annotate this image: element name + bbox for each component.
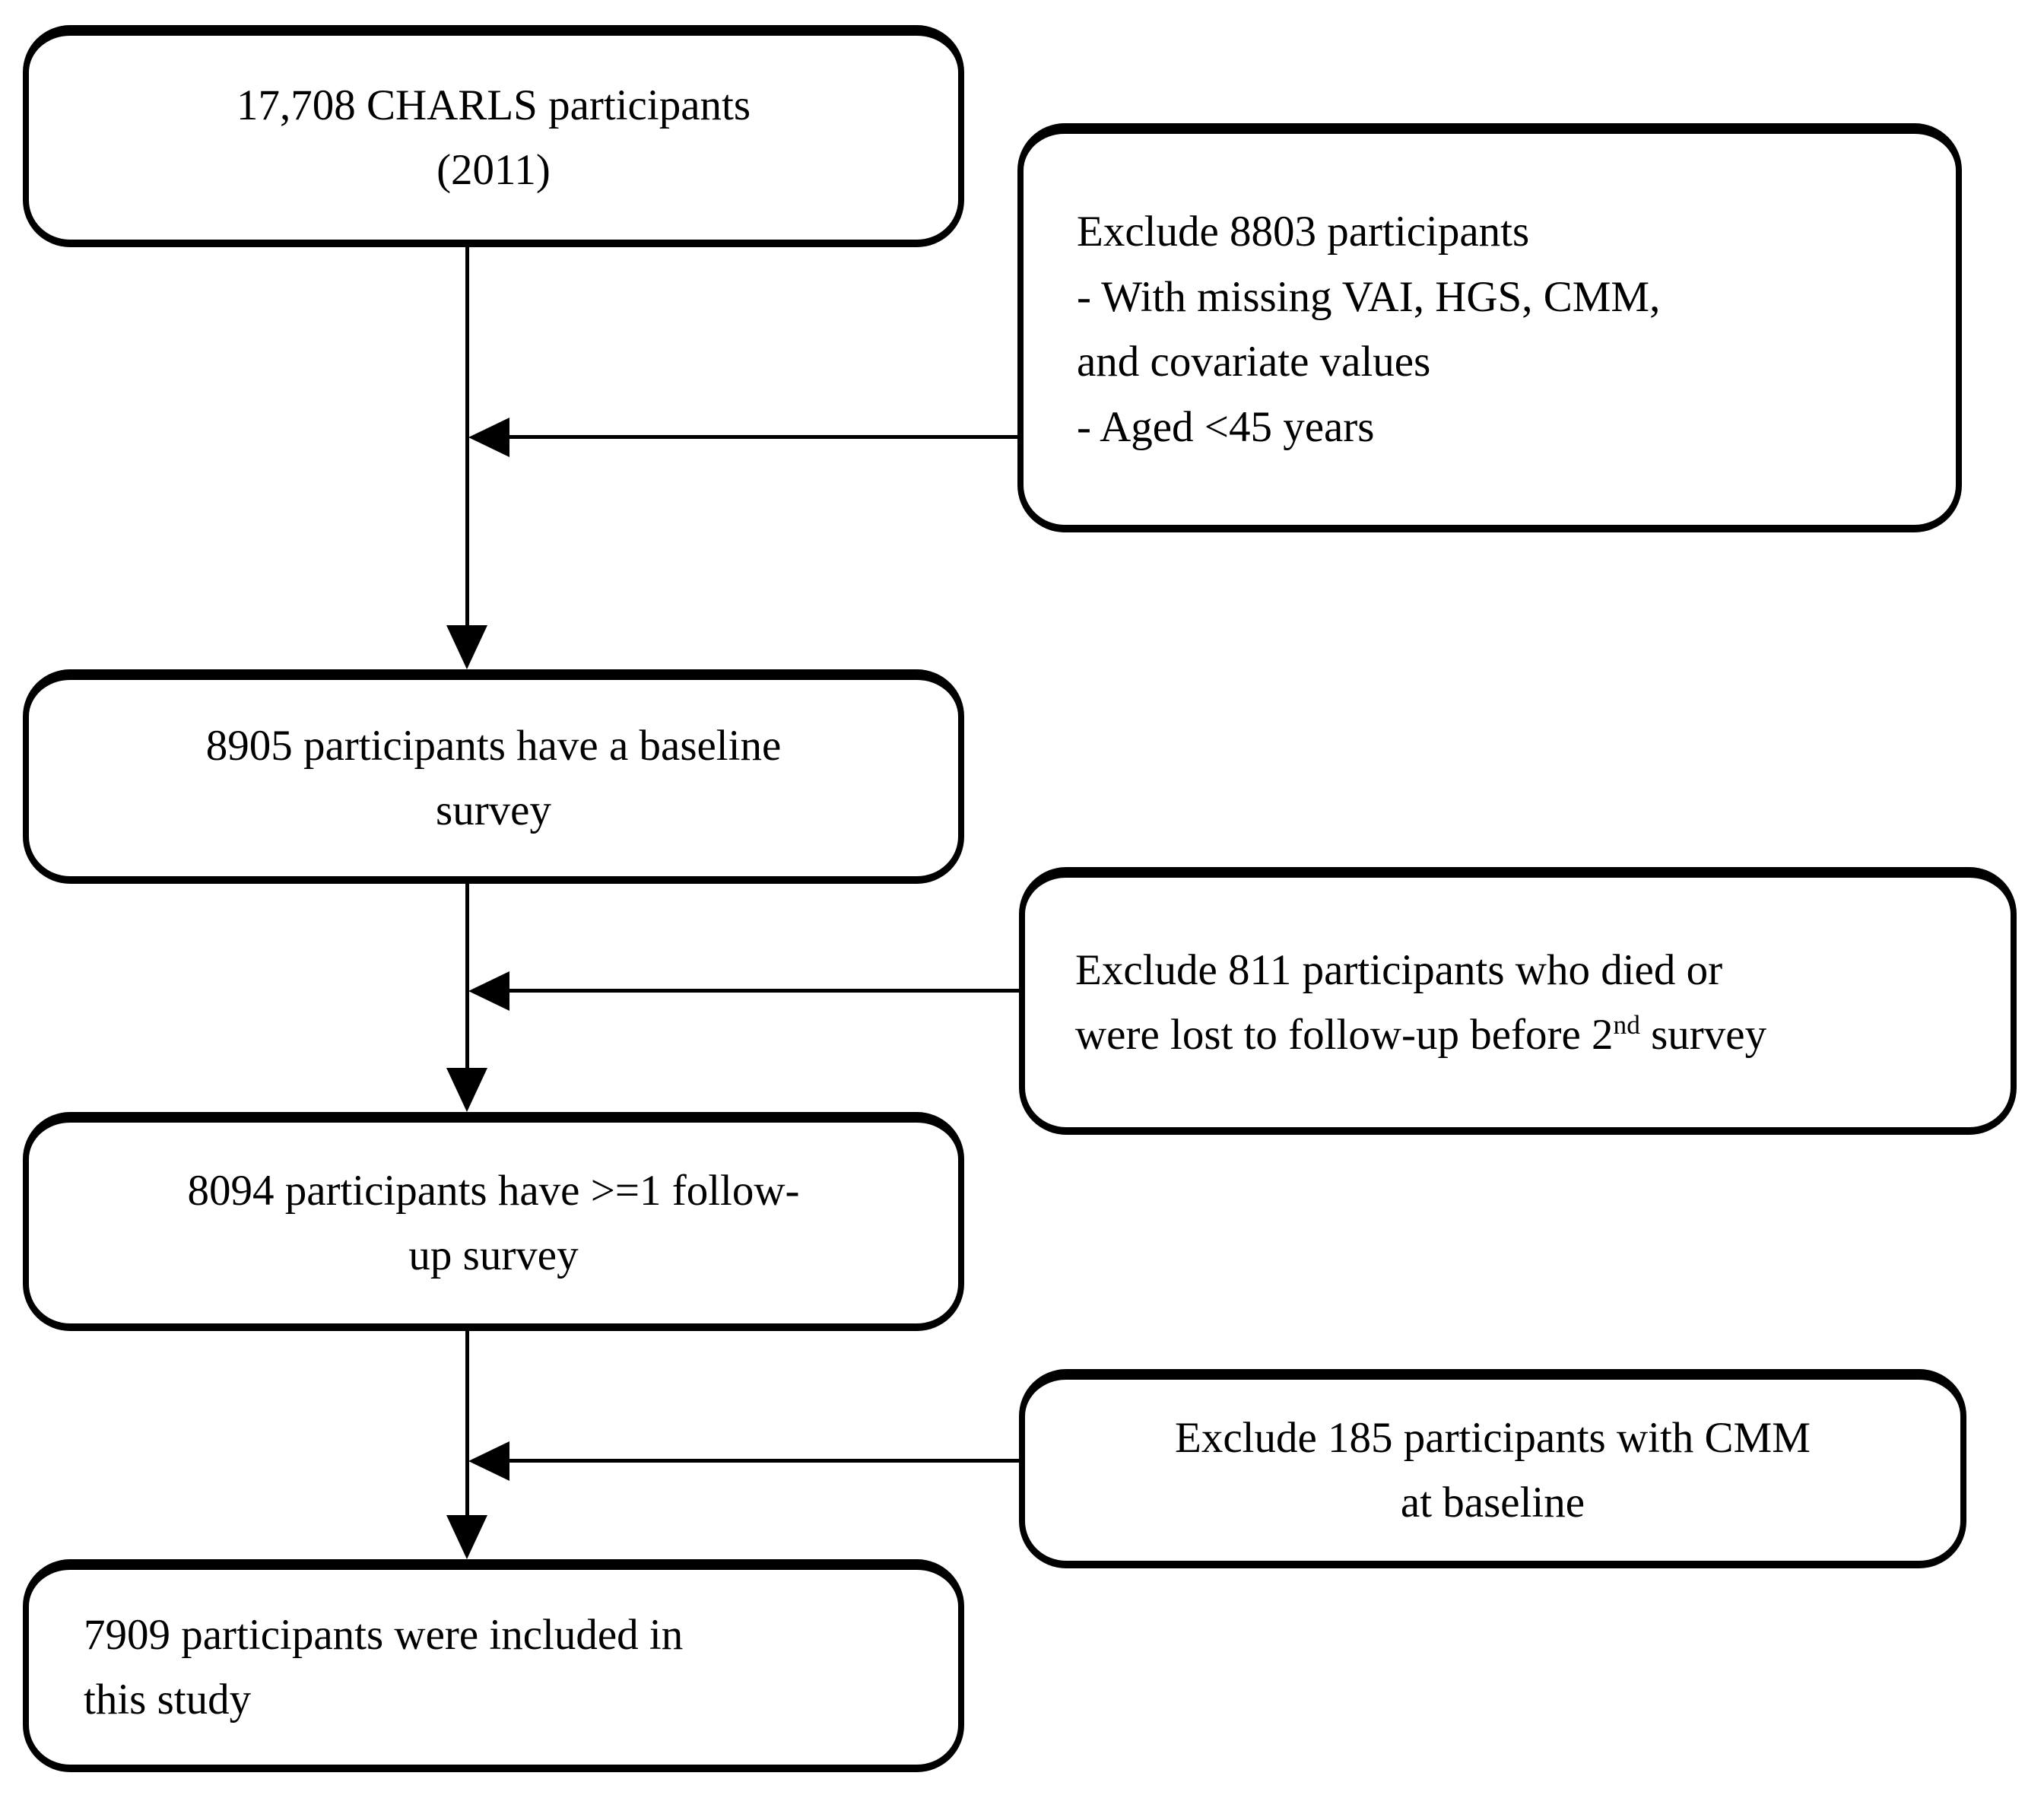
arrowhead-left-exclude-811-icon — [468, 971, 509, 1011]
box-exclude-8803: Exclude 8803 participants - With missing… — [1017, 123, 1962, 532]
box-text-line: this study — [84, 1676, 252, 1724]
box-exclude-811: Exclude 811 participants who died or wer… — [1019, 867, 2017, 1135]
box-text-line: 8905 participants have a baseline — [205, 721, 782, 770]
box-text-line: Exclude 811 participants who died or — [1075, 945, 1723, 994]
arrow-line-exclude-8803 — [505, 435, 1017, 439]
arrowhead-down-baseline-icon — [446, 625, 487, 669]
box-baseline-survey: 8905 participants have a baseline survey — [23, 669, 964, 884]
box-exclude-185: Exclude 185 participants with CMM at bas… — [1019, 1369, 1966, 1568]
arrow-line-baseline-to-followup — [465, 884, 469, 1071]
box-charls-participants: 17,708 CHARLS participants (2011) — [23, 25, 964, 247]
arrow-line-charls-to-baseline — [465, 247, 469, 628]
superscript-ordinal: nd — [1613, 1010, 1640, 1040]
box-text-line: 8094 participants have >=1 follow- — [187, 1166, 800, 1215]
arrowhead-left-exclude-8803-icon — [468, 418, 509, 457]
arrow-line-followup-to-included — [465, 1331, 469, 1518]
box-text-line: and covariate values — [1077, 338, 1431, 386]
box-text-line: (2011) — [436, 146, 551, 194]
box-text-line: were lost to follow-up before 2nd survey — [1075, 1002, 1766, 1068]
arrowhead-down-included-icon — [446, 1515, 487, 1559]
box-followup-survey: 8094 participants have >=1 follow- up su… — [23, 1112, 964, 1331]
box-text-line: - Aged <45 years — [1077, 402, 1375, 451]
box-text-line: at baseline — [1400, 1479, 1585, 1527]
arrow-line-exclude-185 — [505, 1459, 1019, 1463]
box-text-line: Exclude 8803 participants — [1077, 208, 1530, 256]
arrow-line-exclude-811 — [505, 989, 1019, 993]
box-text-line: up survey — [408, 1231, 579, 1279]
box-text-line: 7909 participants were included in — [84, 1610, 684, 1659]
box-text-line: survey — [436, 786, 551, 834]
arrowhead-down-followup-icon — [446, 1068, 487, 1112]
box-text-line: - With missing VAI, HGS, CMM, — [1077, 272, 1661, 321]
box-included-in-study: 7909 participants were included in this … — [23, 1559, 964, 1772]
box-text-line: Exclude 185 participants with CMM — [1175, 1413, 1811, 1462]
box-text-segment: survey — [1639, 1011, 1767, 1059]
box-text-segment: were lost to follow-up before 2 — [1075, 1011, 1614, 1059]
box-text-line: 17,708 CHARLS participants — [236, 81, 751, 129]
arrowhead-left-exclude-185-icon — [468, 1441, 509, 1481]
